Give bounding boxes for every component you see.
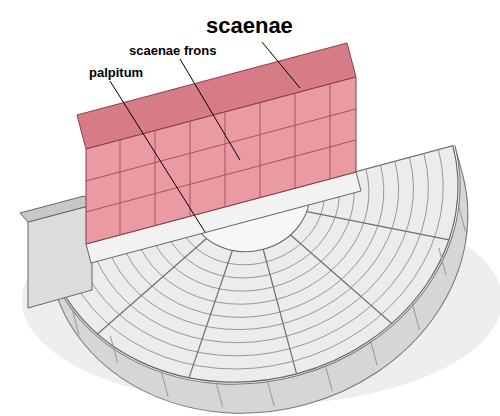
part-label: scaenae: [206, 14, 293, 38]
stage-building-facade: [86, 77, 356, 244]
part-label: scaenae frons: [129, 44, 216, 58]
side-wing-roof: [20, 196, 92, 222]
part-label: palpitum: [89, 66, 143, 80]
side-wing: [28, 205, 92, 308]
